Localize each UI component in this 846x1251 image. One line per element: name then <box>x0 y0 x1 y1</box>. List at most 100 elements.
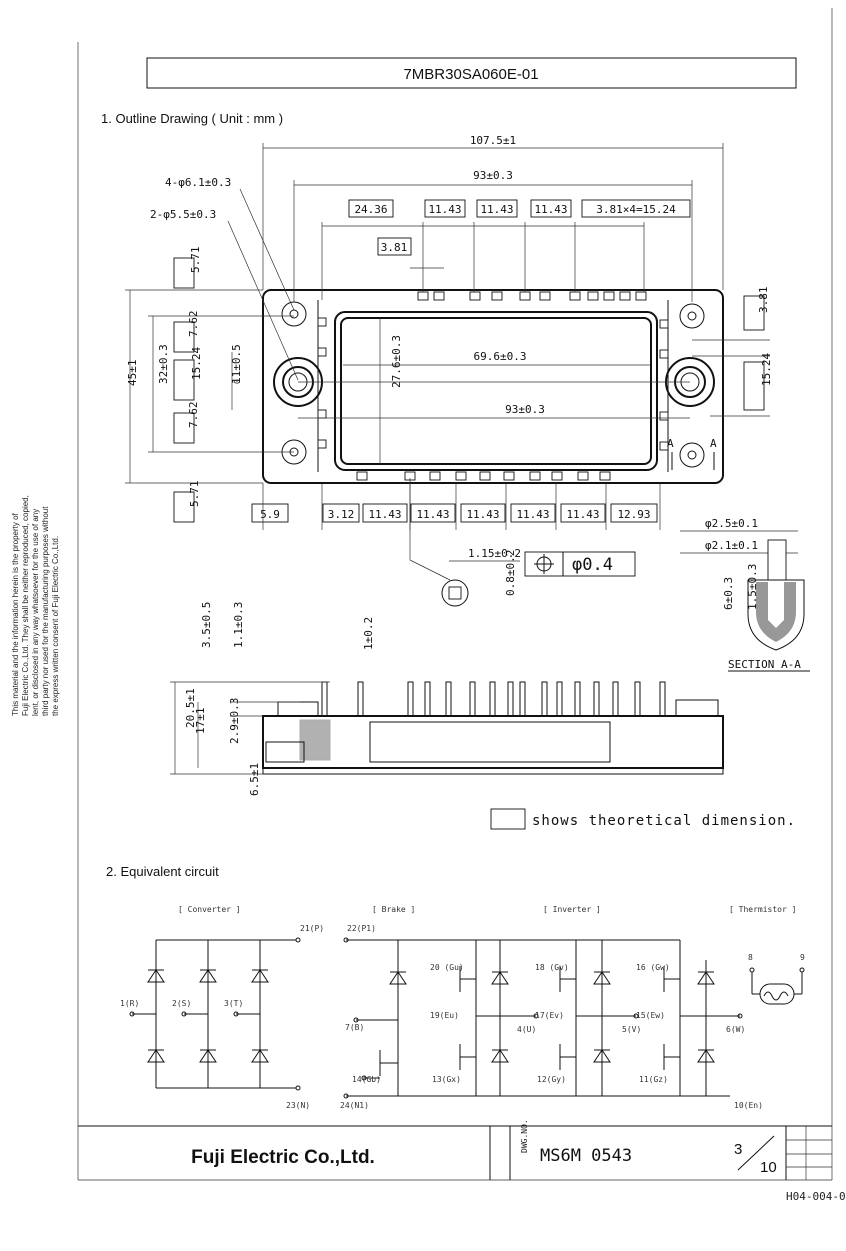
dim-1524-left: 15.24 <box>190 347 203 380</box>
pin-20Gu: 20 (Gu) <box>430 963 464 972</box>
pin-19Eu: 19(Eu) <box>430 1011 459 1020</box>
side-note-line-1: This material and the information herein… <box>11 512 20 716</box>
dim-extension-lines <box>321 222 645 300</box>
inner-frame-outer <box>334 311 658 471</box>
side-view <box>262 699 724 775</box>
sheet-total: 10 <box>760 1159 777 1176</box>
form-number: H04-004-03 <box>786 1190 846 1203</box>
confidentiality-note: This material and the information herein… <box>11 495 60 716</box>
dim-35: 3.5±0.5 <box>200 602 213 648</box>
pin-8: 8 <box>748 953 753 962</box>
pin-18Gv: 18 (Gv) <box>535 963 569 972</box>
mounting-hole-bottom-right <box>679 442 705 468</box>
bottom-pin-row <box>356 471 611 481</box>
dim-1143-1: 11.43 <box>368 508 401 521</box>
pin-14Gb: 14(Gb) <box>352 1075 381 1084</box>
dim-762-bot: 7.62 <box>187 402 200 429</box>
side-pins <box>317 317 669 451</box>
inner-frame-inner <box>340 317 652 465</box>
side-view-pins <box>321 681 666 717</box>
dim-1: 1±0.2 <box>362 617 375 650</box>
dim-height-32: 32±0.3 <box>157 344 170 384</box>
dwg-number: MS6M 0543 <box>540 1146 632 1166</box>
dim-11b: 0 <box>233 379 242 384</box>
hole-55-label: 2-φ5.5±0.3 <box>150 208 216 221</box>
dim-1143-2: 11.43 <box>416 508 449 521</box>
dim-762-top: 7.62 <box>187 311 200 338</box>
sheet-number: 3 <box>734 1141 742 1158</box>
side-body <box>262 715 724 769</box>
side-note-line-4: third party nor used for the manufacturi… <box>41 506 50 716</box>
dim-205: 20.5±1 <box>184 688 197 728</box>
pin-depth-15: 1.5±0.3 <box>746 564 759 610</box>
side-note-line-5: the express written consent of Fuji Elec… <box>51 536 60 716</box>
group-brake-label: [ Brake ] <box>372 905 415 914</box>
pin-13Gx: 13(Gx) <box>432 1075 461 1084</box>
dim-height-45: 45±1 <box>126 360 139 387</box>
pin-7B: 7(B) <box>345 1023 364 1032</box>
mounting-hole-top-left <box>281 301 307 327</box>
pin-1R: 1(R) <box>120 999 139 1008</box>
section-marker-a-right: A <box>710 437 717 450</box>
pin-22P1: 22(P1) <box>347 924 376 933</box>
pin-depth-6: 6±0.3 <box>722 577 735 610</box>
pin-21P: 21(P) <box>300 924 324 933</box>
dwg-no-label: DWG.NO. <box>520 1119 529 1153</box>
pin-11Gz: 11(Gz) <box>639 1075 668 1084</box>
box-2436 <box>348 199 394 218</box>
title-box <box>146 57 797 89</box>
dim-2436: 24.36 <box>354 203 387 216</box>
module-outline <box>262 289 724 484</box>
converter-circuit <box>129 937 301 1091</box>
dim-inner-276: 27.6±0.3 <box>390 335 403 388</box>
bottom-dim-row <box>251 503 658 523</box>
section-marker-a-left: A <box>667 437 674 450</box>
dim-65: 6.5±1 <box>248 763 261 796</box>
pin-3T: 3(T) <box>224 999 243 1008</box>
position-tolerance: φ0.4 <box>572 555 613 575</box>
dim-1524-right: 15.24 <box>760 353 773 386</box>
pin-6W: 6(W) <box>726 1025 745 1034</box>
dim-pitch-width: 93±0.3 <box>473 169 513 182</box>
hole-61-label: 4-φ6.1±0.3 <box>165 176 231 189</box>
dim-inner-696: 69.6±0.3 <box>474 350 527 363</box>
pin-4U: 4(U) <box>517 1025 536 1034</box>
dim-381-right: 3.81 <box>757 287 770 314</box>
pin-dia-21: φ2.1±0.1 <box>705 539 758 552</box>
pin-detail-circle <box>441 579 469 607</box>
mounting-hole-top-right <box>679 303 705 329</box>
section-aa-label: SECTION A-A <box>728 658 801 671</box>
theoretical-dimension-note: shows theoretical dimension. <box>532 813 796 829</box>
section1-heading: 1. Outline Drawing ( Unit : mm ) <box>101 111 283 126</box>
group-thermistor-label: [ Thermistor ] <box>729 905 796 914</box>
theoretical-dimension-key <box>490 808 526 830</box>
dim-29: 2.9±0.3 <box>228 698 241 744</box>
dim-1143-4: 11.43 <box>516 508 549 521</box>
pin-9: 9 <box>800 953 805 962</box>
dim-1143-5: 11.43 <box>566 508 599 521</box>
thermistor-circuit <box>749 967 805 1005</box>
pin-17Ev: 17(Ev) <box>535 1011 564 1020</box>
pin-23N: 23(N) <box>286 1101 310 1110</box>
group-converter-label: [ Converter ] <box>178 905 241 914</box>
pin-2S: 2(S) <box>172 999 191 1008</box>
dim-115: 1.15±0.2 <box>468 547 521 560</box>
dim-1143-b: 11.43 <box>480 203 513 216</box>
pin-15Ew: 15(Ew) <box>636 1011 665 1020</box>
side-note-line-2: Fuji Electric Co.,Ltd. They shall be nei… <box>21 495 30 716</box>
brake-inverter-circuit <box>343 937 743 1099</box>
top-pin-row <box>417 291 647 301</box>
section-aa-drawing <box>747 539 805 651</box>
dim-1143-3: 11.43 <box>466 508 499 521</box>
dim-312: 3.12 <box>328 508 355 521</box>
dim-381-top: 3.81 <box>381 241 408 254</box>
pin-12Gy: 12(Gy) <box>537 1075 566 1084</box>
dim-571-bot: 5.71 <box>188 481 201 508</box>
dim-59: 5.9 <box>260 508 280 521</box>
dim-overall-width: 107.5±1 <box>470 134 516 147</box>
dim-pitch4: 3.81×4=15.24 <box>596 203 676 216</box>
drawing-title: 7MBR30SA060E-01 <box>403 66 538 83</box>
dim-11: 11±0.5 <box>230 344 243 384</box>
